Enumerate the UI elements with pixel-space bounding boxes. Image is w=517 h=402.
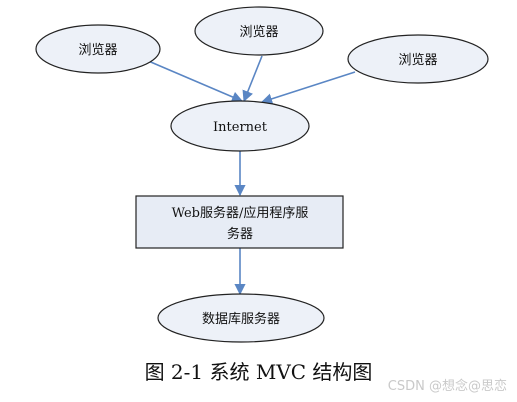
app-server-label-line2: 务器 bbox=[227, 226, 253, 242]
app-server-label-line1: Web服务器/应用程序服 bbox=[172, 205, 309, 221]
csdn-watermark: CSDN @想念@思恋 bbox=[387, 379, 507, 394]
browser-node-right: 浏览器 bbox=[347, 34, 489, 84]
arrow-browser-right-to-internet bbox=[260, 71, 356, 105]
arrow-browser-left-to-internet bbox=[145, 59, 244, 103]
browser-right-label: 浏览器 bbox=[398, 52, 437, 68]
app-server-node: Web服务器/应用程序服 务器 bbox=[135, 195, 344, 249]
browser-node-center: 浏览器 bbox=[194, 6, 324, 56]
browser-center-label: 浏览器 bbox=[239, 24, 278, 40]
internet-node: Internet bbox=[170, 100, 310, 152]
database-server-node: 数据库服务器 bbox=[157, 293, 325, 343]
database-server-label: 数据库服务器 bbox=[202, 311, 280, 327]
browser-left-label: 浏览器 bbox=[78, 42, 117, 58]
arrow-browser-center-to-internet bbox=[242, 55, 263, 103]
internet-label: Internet bbox=[213, 120, 268, 135]
figure-caption: 图 2-1 系统 MVC 结构图 bbox=[144, 360, 373, 384]
browser-node-left: 浏览器 bbox=[35, 24, 161, 74]
